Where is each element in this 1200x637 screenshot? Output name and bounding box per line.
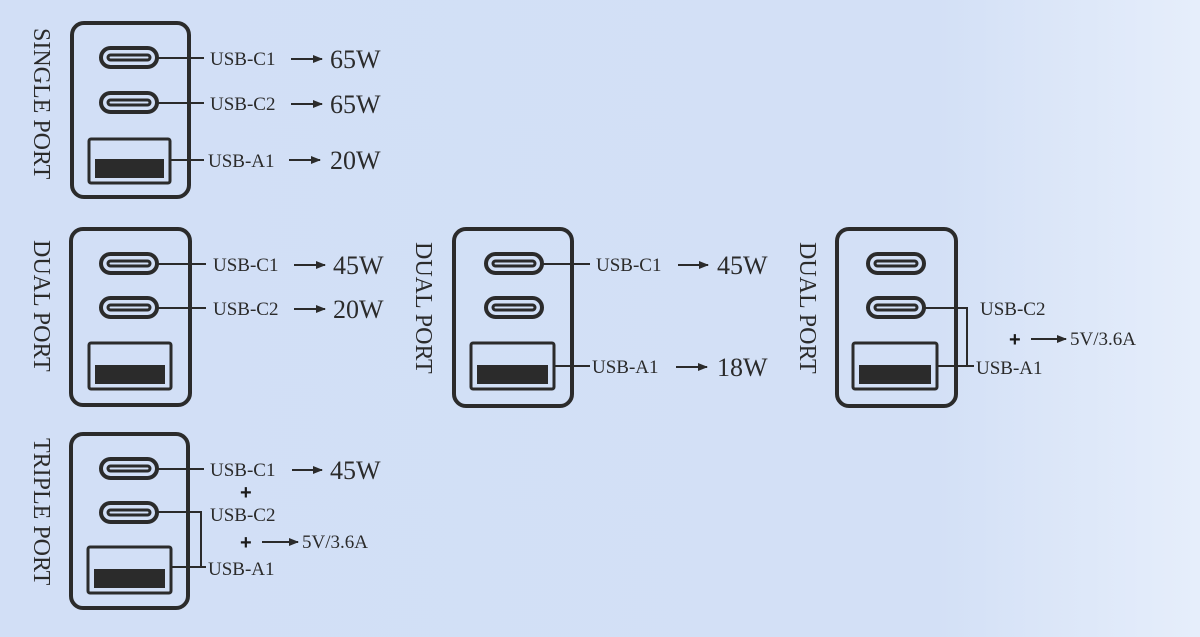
dual-port-title: DUAL PORT [28, 240, 54, 372]
port-label-usb-a1: USB-A1 [208, 151, 275, 172]
plus-icon: + [1009, 329, 1021, 351]
power-value: 65W [330, 45, 381, 74]
usb-c-port-icon [484, 296, 544, 319]
plus-icon: + [240, 532, 252, 554]
usb-c-port-icon [866, 296, 926, 319]
combined-output: 5V/3.6A [1070, 329, 1136, 350]
port-label-usb-c2: USB-C2 [213, 299, 278, 320]
single-port-group: SINGLE PORT USB-C1 USB-C2 USB-A1 65W 65W… [28, 21, 381, 199]
dual-port-title: DUAL PORT [794, 242, 820, 374]
power-value: 45W [717, 251, 768, 280]
connector-line [157, 511, 202, 568]
port-label-usb-c2: USB-C2 [980, 299, 1045, 320]
usb-c-port-icon [99, 296, 159, 319]
power-value: 45W [333, 251, 384, 280]
charger-body [69, 432, 190, 610]
port-label-usb-c1: USB-C1 [210, 49, 275, 70]
usb-c-port-icon [99, 252, 159, 275]
usb-a-port-icon [469, 341, 556, 391]
usb-c-port-icon [99, 457, 159, 480]
port-label-usb-c1: USB-C1 [213, 255, 278, 276]
usb-a-port-icon [851, 341, 939, 391]
triple-port-title: TRIPLE PORT [28, 438, 54, 586]
usb-a-port-icon [86, 545, 173, 595]
charger-body [69, 227, 192, 407]
connector-line [924, 307, 968, 367]
plus-icon: + [240, 482, 252, 504]
power-value: 20W [330, 146, 381, 175]
port-label-usb-c2: USB-C2 [210, 505, 275, 526]
single-port-title: SINGLE PORT [28, 28, 54, 180]
port-label-usb-a1: USB-A1 [208, 559, 275, 580]
port-label-usb-a1: USB-A1 [592, 357, 659, 378]
power-value: 65W [330, 90, 381, 119]
port-label-usb-a1: USB-A1 [976, 358, 1043, 379]
dual-port-group-c1-c2: DUAL PORT USB-C1 USB-C2 45W 20W [28, 227, 384, 407]
power-value: 45W [330, 456, 381, 485]
port-label-usb-c1: USB-C1 [210, 460, 275, 481]
charger-body [835, 227, 958, 408]
power-value: 20W [333, 295, 384, 324]
usb-c-port-icon [99, 91, 159, 114]
dual-port-title: DUAL PORT [410, 242, 436, 374]
combined-output: 5V/3.6A [302, 532, 368, 553]
charger-body [452, 227, 574, 408]
port-label-usb-c1: USB-C1 [596, 255, 661, 276]
usb-c-port-icon [484, 252, 544, 275]
usb-c-port-icon [99, 501, 159, 524]
usb-a-port-icon [87, 341, 173, 391]
usb-a-port-icon [87, 137, 172, 185]
usb-c-port-icon [866, 252, 926, 275]
dual-port-group-c1-a1: DUAL PORT USB-C1 USB-A1 45W 18W [410, 227, 768, 408]
charger-body [70, 21, 191, 199]
dual-port-group-c2-a1: DUAL PORT USB-C2 USB-A1 + 5V/3.6A [794, 227, 1136, 408]
usb-c-port-icon [99, 46, 159, 69]
power-value: 18W [717, 353, 768, 382]
port-label-usb-c2: USB-C2 [210, 94, 275, 115]
triple-port-group: TRIPLE PORT USB-C1 45W + USB-C2 + 5V/3.6… [28, 432, 381, 610]
